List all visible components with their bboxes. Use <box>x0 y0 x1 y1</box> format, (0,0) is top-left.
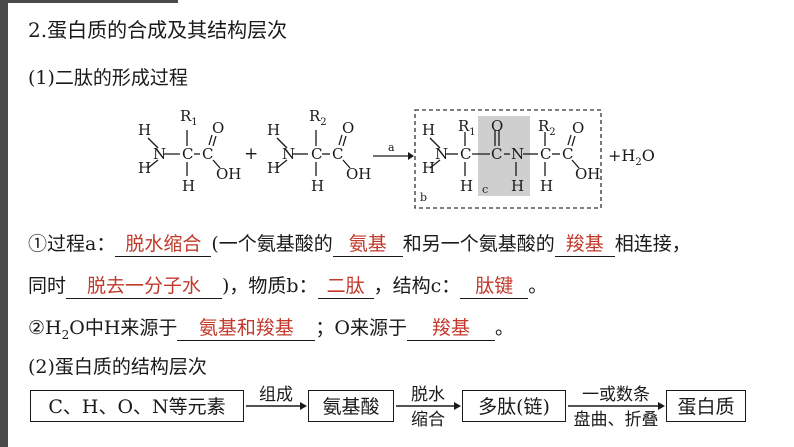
aa2-oh: OH <box>346 165 372 183</box>
answer-amino-group: 氨基 <box>332 232 403 257</box>
q3-sub: 2 <box>61 327 70 342</box>
flow-arrows <box>246 402 665 410</box>
flow-arrow3-top: 一或数条 <box>582 385 650 405</box>
product-h-bottom: H <box>422 159 436 177</box>
answer-dehydration: 脱水缩合 <box>115 232 212 257</box>
q3-prefix: ②H <box>28 317 62 339</box>
product-o: O <box>572 119 585 137</box>
peptide-bond-label-c: c <box>482 183 489 196</box>
product-h2: H <box>540 177 554 195</box>
q2-prefix: 同时 <box>28 275 67 297</box>
aa1-c-carboxyl: C <box>202 145 214 163</box>
answer-h-source: 氨基和羧基 <box>177 316 316 341</box>
product-c1: C <box>460 145 472 163</box>
dipeptide-reaction-diagram <box>147 109 602 209</box>
aa1-h-alpha: H <box>182 177 196 195</box>
answer-o-source: 羧基 <box>406 316 495 341</box>
aa1-n: N <box>153 145 167 163</box>
product-label-b: b <box>420 191 428 204</box>
aa2-c-carboxyl: C <box>332 145 344 163</box>
aa1-h-bottom: H <box>138 159 152 177</box>
aa1-o: O <box>212 119 225 137</box>
subheading-structure-levels: (2)蛋白质的结构层次 <box>28 356 207 378</box>
product-n2: N <box>511 145 525 163</box>
flow-box-elements: C、H、O、N等元素 <box>30 390 244 422</box>
flow-arrow2-bottom: 缩合 <box>411 410 445 430</box>
product-h-top: H <box>422 121 436 139</box>
aa1-r-group: R1 <box>180 107 198 128</box>
aa2-h-top: H <box>267 121 281 139</box>
answer-lose-water: 脱去一分子水 <box>66 274 223 299</box>
section-heading: 2.蛋白质的合成及其结构层次 <box>28 18 288 42</box>
aa2-r-group: R2 <box>309 107 327 128</box>
flow-arrow2-top: 脱水 <box>411 385 445 405</box>
aa2-h-bottom: H <box>267 159 281 177</box>
subheading-dipeptide: (1)二肽的形成过程 <box>28 67 188 89</box>
aa2-h-alpha: H <box>311 177 325 195</box>
product-r1: R1 <box>458 117 476 138</box>
aa1-h-top: H <box>138 121 152 139</box>
product-h-n2: H <box>511 177 525 195</box>
q1-suffix: 相连接， <box>614 233 691 255</box>
aa2-c-alpha: C <box>311 145 323 163</box>
product-c-peptide: C <box>491 145 503 163</box>
flow-arrow1-label: 组成 <box>259 385 293 405</box>
q1-mid2: 和另一个氨基酸的 <box>402 233 555 255</box>
aa2-o: O <box>342 119 355 137</box>
aa2-n: N <box>282 145 296 163</box>
reaction-arrow-label: a <box>388 141 395 154</box>
q2-mid1: )，物质b： <box>222 275 318 297</box>
product-c-carboxyl: C <box>562 145 574 163</box>
product-oh: OH <box>575 165 601 183</box>
left-accent-bar <box>0 0 8 447</box>
flow-box-protein: 蛋白质 <box>666 390 746 422</box>
flow-box-amino-acid: 氨基酸 <box>308 390 394 422</box>
q2-mid2: ，结构c： <box>373 275 461 297</box>
product-h1: H <box>460 177 474 195</box>
answer-dipeptide: 二肽 <box>317 274 374 299</box>
q1-mid1: (一个氨基酸的 <box>211 233 333 255</box>
q3-mid0: O中H来源于 <box>69 317 178 339</box>
reactant-plus: + <box>244 144 259 164</box>
question-line-1: ①过程a：脱水缩合(一个氨基酸的氨基和另一个氨基酸的羧基相连接， <box>28 232 691 257</box>
flow-box-polypeptide: 多肽(链) <box>462 390 566 422</box>
product-o-peptide: O <box>491 117 504 135</box>
flow-arrow3-bottom: 盘曲、折叠 <box>573 410 659 430</box>
question-line-3: ②H2O中H来源于氨基和羧基；O来源于羧基。 <box>28 316 514 347</box>
product-r2: R2 <box>538 117 556 138</box>
q1-prefix: ①过程a： <box>28 233 116 255</box>
q3-suffix: 。 <box>494 317 514 339</box>
answer-carboxyl-group: 羧基 <box>554 232 615 257</box>
question-line-2: 同时脱去一分子水)，物质b：二肽，结构c：肽键。 <box>28 274 547 299</box>
answer-peptide-bond: 肽键 <box>460 274 529 299</box>
product-n1: N <box>435 145 449 163</box>
q3-mid1: ；O来源于 <box>315 317 407 339</box>
water-product: +H2O <box>608 146 655 169</box>
aa1-c-alpha: C <box>182 145 194 163</box>
aa1-oh: OH <box>216 165 242 183</box>
top-accent-bar <box>8 0 178 3</box>
q2-suffix: 。 <box>528 275 548 297</box>
product-c2: C <box>540 145 552 163</box>
